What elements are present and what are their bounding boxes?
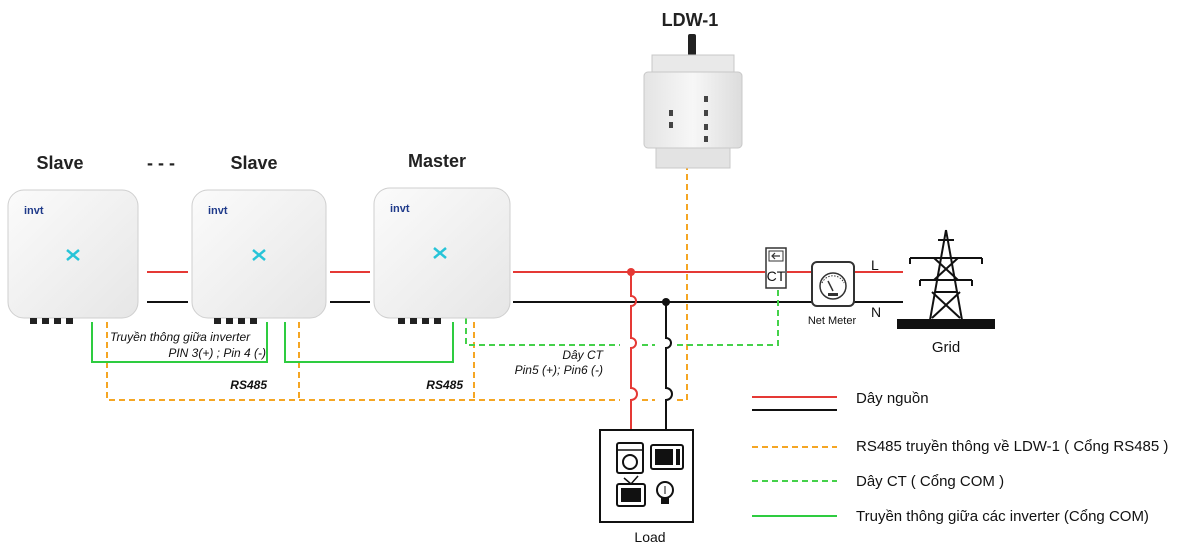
inverter-terminals (398, 318, 441, 324)
load-label: Load (634, 529, 665, 545)
slave-dots: - - - (147, 153, 175, 173)
legend: Dây nguồn RS485 truyền thông về LDW-1 ( … (752, 390, 1168, 525)
slave-2-label: Slave (230, 153, 277, 173)
inverter-slave-2: invt (191, 189, 327, 324)
microwave-icon (650, 444, 684, 470)
status-led-icon (66, 249, 80, 261)
antenna-icon (688, 34, 696, 56)
line-l-label: L (871, 257, 879, 273)
rs485-to-ldw (677, 168, 688, 401)
comm-link-2 (284, 322, 454, 363)
brand-logo: invt (390, 203, 410, 215)
inverter-comm-lines (91, 322, 454, 363)
grid-tower-icon (897, 229, 995, 329)
ct-wire (465, 288, 779, 346)
light-bulb-icon (656, 481, 674, 504)
status-led-icon (252, 249, 266, 261)
washing-machine-icon (616, 442, 644, 474)
rs485-label-right: RS485 (426, 378, 463, 392)
ct-clamp: CT (765, 247, 787, 289)
load-drop-l (630, 272, 638, 430)
legend-item-ct: Dây CT ( Cổng COM ) (752, 473, 1004, 490)
meter-gauge-icon (819, 272, 847, 300)
comm-annotation-line1: Truyền thông giữa inverter (110, 330, 251, 344)
ct-annotation-line2: Pin5 (+); Pin6 (-) (515, 363, 603, 377)
load-box (599, 429, 694, 523)
ldw-label: LDW-1 (662, 10, 719, 30)
legend-label: RS485 truyền thông về LDW-1 ( Cổng RS485… (856, 438, 1168, 455)
legend-label: Truyền thông giữa các inverter (Cổng COM… (856, 508, 1149, 525)
status-led-icon (433, 247, 447, 259)
ldw-1-device (643, 34, 743, 169)
meter-label: Net Meter (808, 315, 857, 327)
master-label: Master (408, 151, 466, 171)
line-n-label: N (871, 304, 881, 320)
comm-link-1 (91, 322, 268, 363)
ct-label: CT (767, 268, 786, 284)
inverter-terminals (30, 318, 73, 324)
brand-logo: invt (208, 205, 228, 217)
load-drop-n (665, 302, 673, 430)
legend-label: Dây nguồn (856, 390, 929, 407)
inverter-terminals (214, 318, 257, 324)
power-lines (147, 268, 903, 430)
slave-1-label: Slave (36, 153, 83, 173)
inverter-master: invt (373, 187, 511, 324)
net-meter: Net Meter (808, 261, 857, 327)
tv-icon (616, 475, 646, 507)
comm-annotation-line2: PIN 3(+) ; Pin 4 (-) (168, 346, 266, 360)
legend-item-power: Dây nguồn (752, 390, 929, 411)
rs485-label-left: RS485 (230, 378, 267, 392)
arrow-left-icon (768, 250, 784, 262)
grid-label: Grid (932, 339, 960, 356)
ldw-indicator-leds (669, 96, 708, 142)
ct-annotation-line1: Dây CT (562, 348, 604, 362)
legend-label: Dây CT ( Cổng COM ) (856, 473, 1004, 490)
inverter-slave-1: invt (7, 189, 139, 324)
rs485-slave1 (106, 322, 620, 401)
legend-item-rs485: RS485 truyền thông về LDW-1 ( Cổng RS485… (752, 438, 1168, 455)
rs485-lines (106, 168, 688, 401)
legend-item-comm: Truyền thông giữa các inverter (Cổng COM… (752, 508, 1149, 525)
brand-logo: invt (24, 205, 44, 217)
